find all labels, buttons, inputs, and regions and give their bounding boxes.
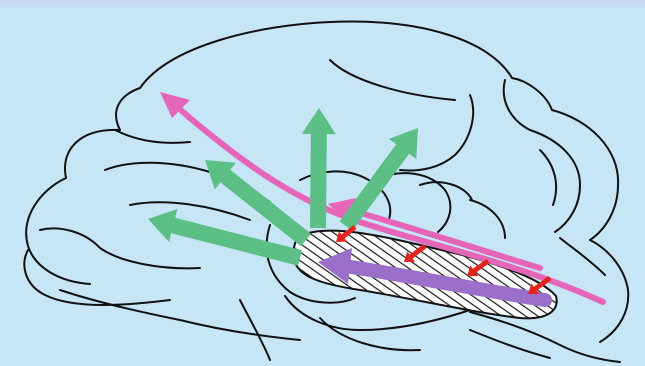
brain-sagittal-diagram <box>0 0 645 366</box>
